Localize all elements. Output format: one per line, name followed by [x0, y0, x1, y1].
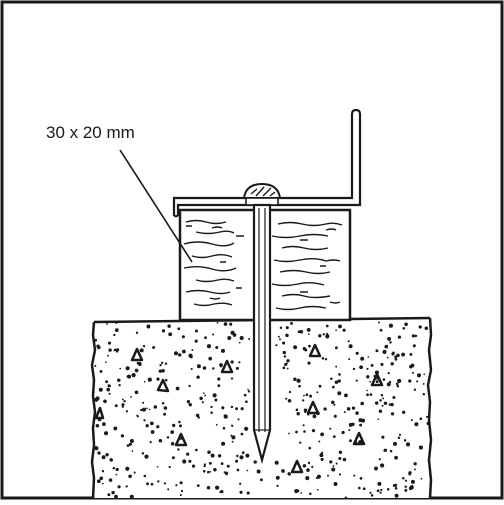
leader-line: [119, 149, 193, 263]
wood-grain: [183, 219, 343, 311]
dimension-label: 30 x 20 mm: [46, 123, 135, 142]
concrete-aggregate: [94, 343, 384, 474]
metal-bracket: [172, 108, 362, 218]
nail: [242, 182, 282, 465]
concrete-speckle: [94, 320, 430, 498]
